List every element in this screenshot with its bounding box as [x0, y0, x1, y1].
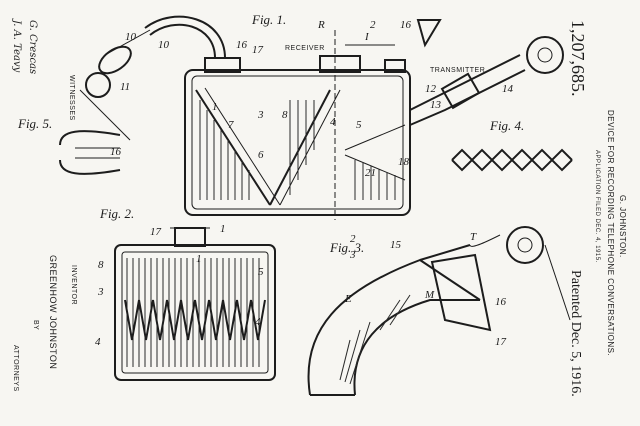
fig4-title: Fig. 4.	[489, 118, 524, 133]
patent-title-block: DEVICE FOR RECORDING TELEPHONE CONVERSAT…	[606, 110, 615, 356]
ref-label: 4	[330, 116, 336, 128]
attorneys-label: ATTORNEYS	[12, 345, 19, 392]
ref-label: 3	[349, 249, 356, 261]
by-label: BY	[32, 320, 39, 330]
attorneys-block: ATTORNEYS	[12, 345, 19, 392]
ref-label: 16	[495, 296, 507, 308]
fig1-container-drawing	[98, 15, 564, 220]
ref-label: 11	[120, 81, 130, 93]
ref-label: 3	[97, 286, 104, 298]
witnesses-label: WITNESSES	[68, 75, 75, 121]
inventor-name: G. JOHNSTON.	[618, 195, 627, 258]
ref-label: 17	[150, 226, 162, 238]
fig2-box-drawing	[114, 227, 276, 381]
ref-label: 16	[236, 39, 248, 51]
fig2-title: Fig. 2.	[99, 206, 134, 221]
application-filed: APPLICATION FILED DEC. 4, 1915.	[594, 150, 600, 263]
ref-label: 6	[258, 149, 264, 161]
ref-label: E	[344, 293, 352, 305]
fig1-title: Fig. 1.	[251, 12, 286, 27]
ref-label: 3	[257, 109, 264, 121]
fig5-fork-drawing	[59, 72, 131, 175]
patent-number-block: 1,207,685.	[568, 20, 588, 97]
ref-label: 4	[255, 316, 261, 328]
inventor-signature-block: GREENHOW JOHNSTON	[48, 255, 58, 369]
reference-numerals: 10 16 17 10 11 1 3 7 8 6 5 4 2 16 13 12 …	[95, 19, 514, 348]
by-block: BY	[32, 320, 39, 330]
ref-label: 16	[110, 146, 122, 158]
transmitter-label: TRANSMITTER	[430, 67, 485, 74]
ref-label: 18	[398, 156, 410, 168]
patent-title: DEVICE FOR RECORDING TELEPHONE CONVERSAT…	[606, 110, 615, 356]
patented-date: Patented Dec. 5, 1916.	[568, 270, 583, 397]
svg-text:G. Crescas: G. Crescas	[27, 20, 38, 74]
inventor-name-block: G. JOHNSTON.	[618, 195, 627, 258]
witnesses-block: WITNESSES	[68, 75, 75, 121]
ref-label: 7	[228, 119, 234, 131]
ref-label: 8	[282, 109, 288, 121]
fig3-title: Fig. 3.	[329, 240, 364, 255]
ref-label: T	[470, 231, 477, 243]
inventor-signature: GREENHOW JOHNSTON	[48, 255, 58, 369]
fig3-horn-drawing	[307, 226, 571, 396]
ref-label: 1	[220, 223, 226, 235]
ref-label: 21	[365, 167, 376, 179]
ref-label: 13	[430, 99, 442, 111]
ref-label: 10	[125, 31, 137, 43]
ref-label: 15	[390, 239, 402, 251]
patent-number: 1,207,685.	[568, 20, 588, 97]
patented-block: Patented Dec. 5, 1916.	[568, 270, 583, 397]
fig4-wave-drawing	[451, 148, 573, 172]
inventor-label: INVENTOR	[70, 265, 77, 305]
fig5-title: Fig. 5.	[17, 116, 52, 131]
ref-label: 1	[196, 253, 202, 265]
ref-label: 2	[350, 233, 356, 245]
ref-label: 14	[502, 83, 514, 95]
ref-label: 5	[356, 119, 362, 131]
filed-block: APPLICATION FILED DEC. 4, 1915.	[594, 150, 600, 263]
ref-label: 2	[370, 19, 376, 31]
receiver-label: RECEIVER	[285, 45, 325, 52]
ref-label: 5	[258, 266, 264, 278]
ref-label: 16	[400, 19, 412, 31]
witness-signatures: G. Crescas J. A. Teavy	[11, 18, 38, 74]
ref-label: R	[317, 19, 325, 31]
ref-label: 8	[98, 259, 104, 271]
ref-label: I	[364, 31, 370, 43]
svg-text:J. A. Teavy: J. A. Teavy	[11, 18, 22, 73]
ref-label: 17	[495, 336, 507, 348]
figure-titles: Fig. 1. Fig. 2. Fig. 3. Fig. 4. Fig. 5.	[17, 12, 524, 255]
ref-label: 10	[158, 39, 170, 51]
inventor-block: INVENTOR	[70, 265, 77, 305]
ref-label: 17	[252, 44, 264, 56]
ref-label: M	[424, 289, 435, 301]
ref-label: 4	[95, 336, 101, 348]
ref-label: 12	[425, 83, 437, 95]
ref-label: 1	[212, 101, 218, 113]
